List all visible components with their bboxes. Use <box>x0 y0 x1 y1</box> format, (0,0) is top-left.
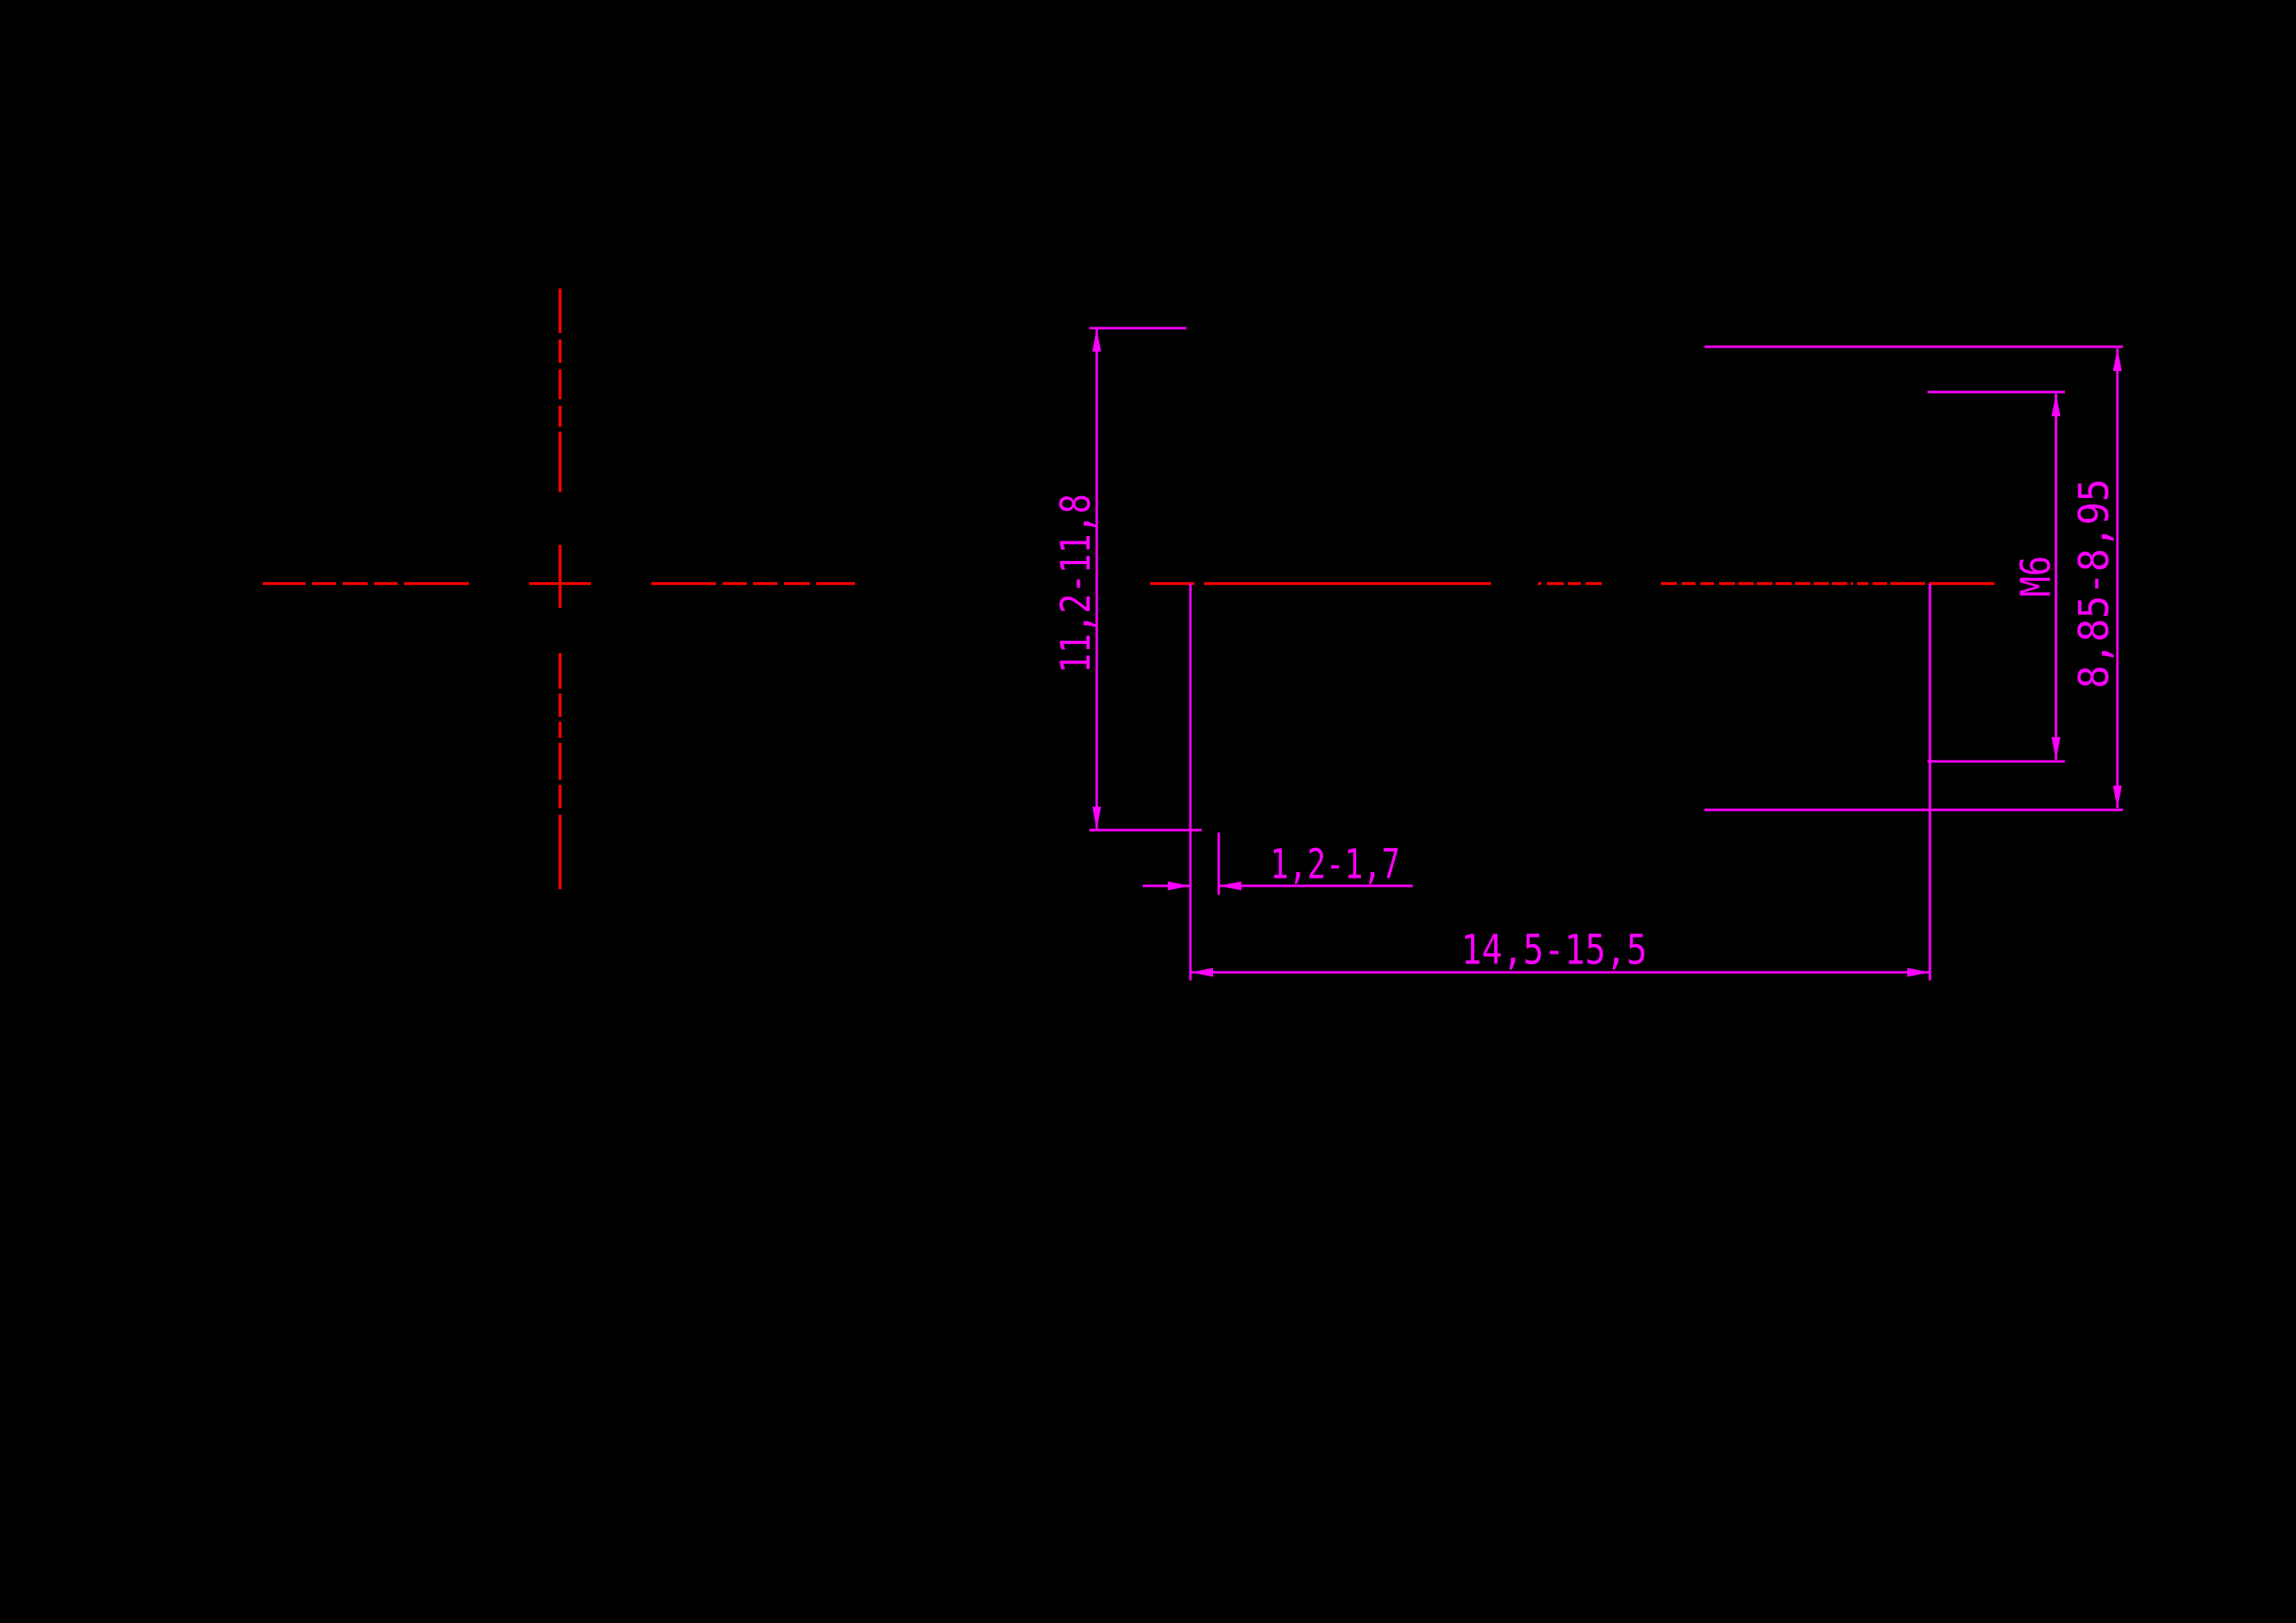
dim-overall-length-label: 14,5-15,5 <box>1461 927 1647 975</box>
arrowhead-left <box>1219 881 1241 891</box>
arrowhead-right <box>1168 881 1190 891</box>
dim-thread-depth-label: 8,85-8,95 <box>2071 478 2119 689</box>
dim-flange-thickness-label: 1,2-1,7 <box>1270 841 1401 889</box>
dimension-arrowheads <box>1092 329 2122 977</box>
dim-body-height-lines <box>1089 327 1202 832</box>
arrowhead-down <box>2051 737 2061 760</box>
dim-thread-size-lines <box>1927 390 2065 763</box>
dim-thread-depth-lines <box>1704 345 2123 812</box>
arrowhead-up <box>2051 394 2061 416</box>
arrowhead-left <box>1190 967 1213 977</box>
dim-thread-size-label: M6 <box>2013 556 2061 597</box>
arrowhead-up <box>2113 348 2122 371</box>
arrowhead-down <box>1092 807 1102 829</box>
arrowhead-up <box>1092 329 1102 352</box>
dim-overall-length-lines <box>1189 584 1932 980</box>
arrowhead-down <box>2113 786 2122 808</box>
arrowhead-right <box>1907 967 1930 977</box>
dimension-labels: 11,2-11,8 1,2-1,7 14,5-15,5 M6 8,85-8,95 <box>1053 478 2119 975</box>
centerlines <box>263 289 1995 889</box>
dim-body-height-label: 11,2-11,8 <box>1053 494 1101 673</box>
